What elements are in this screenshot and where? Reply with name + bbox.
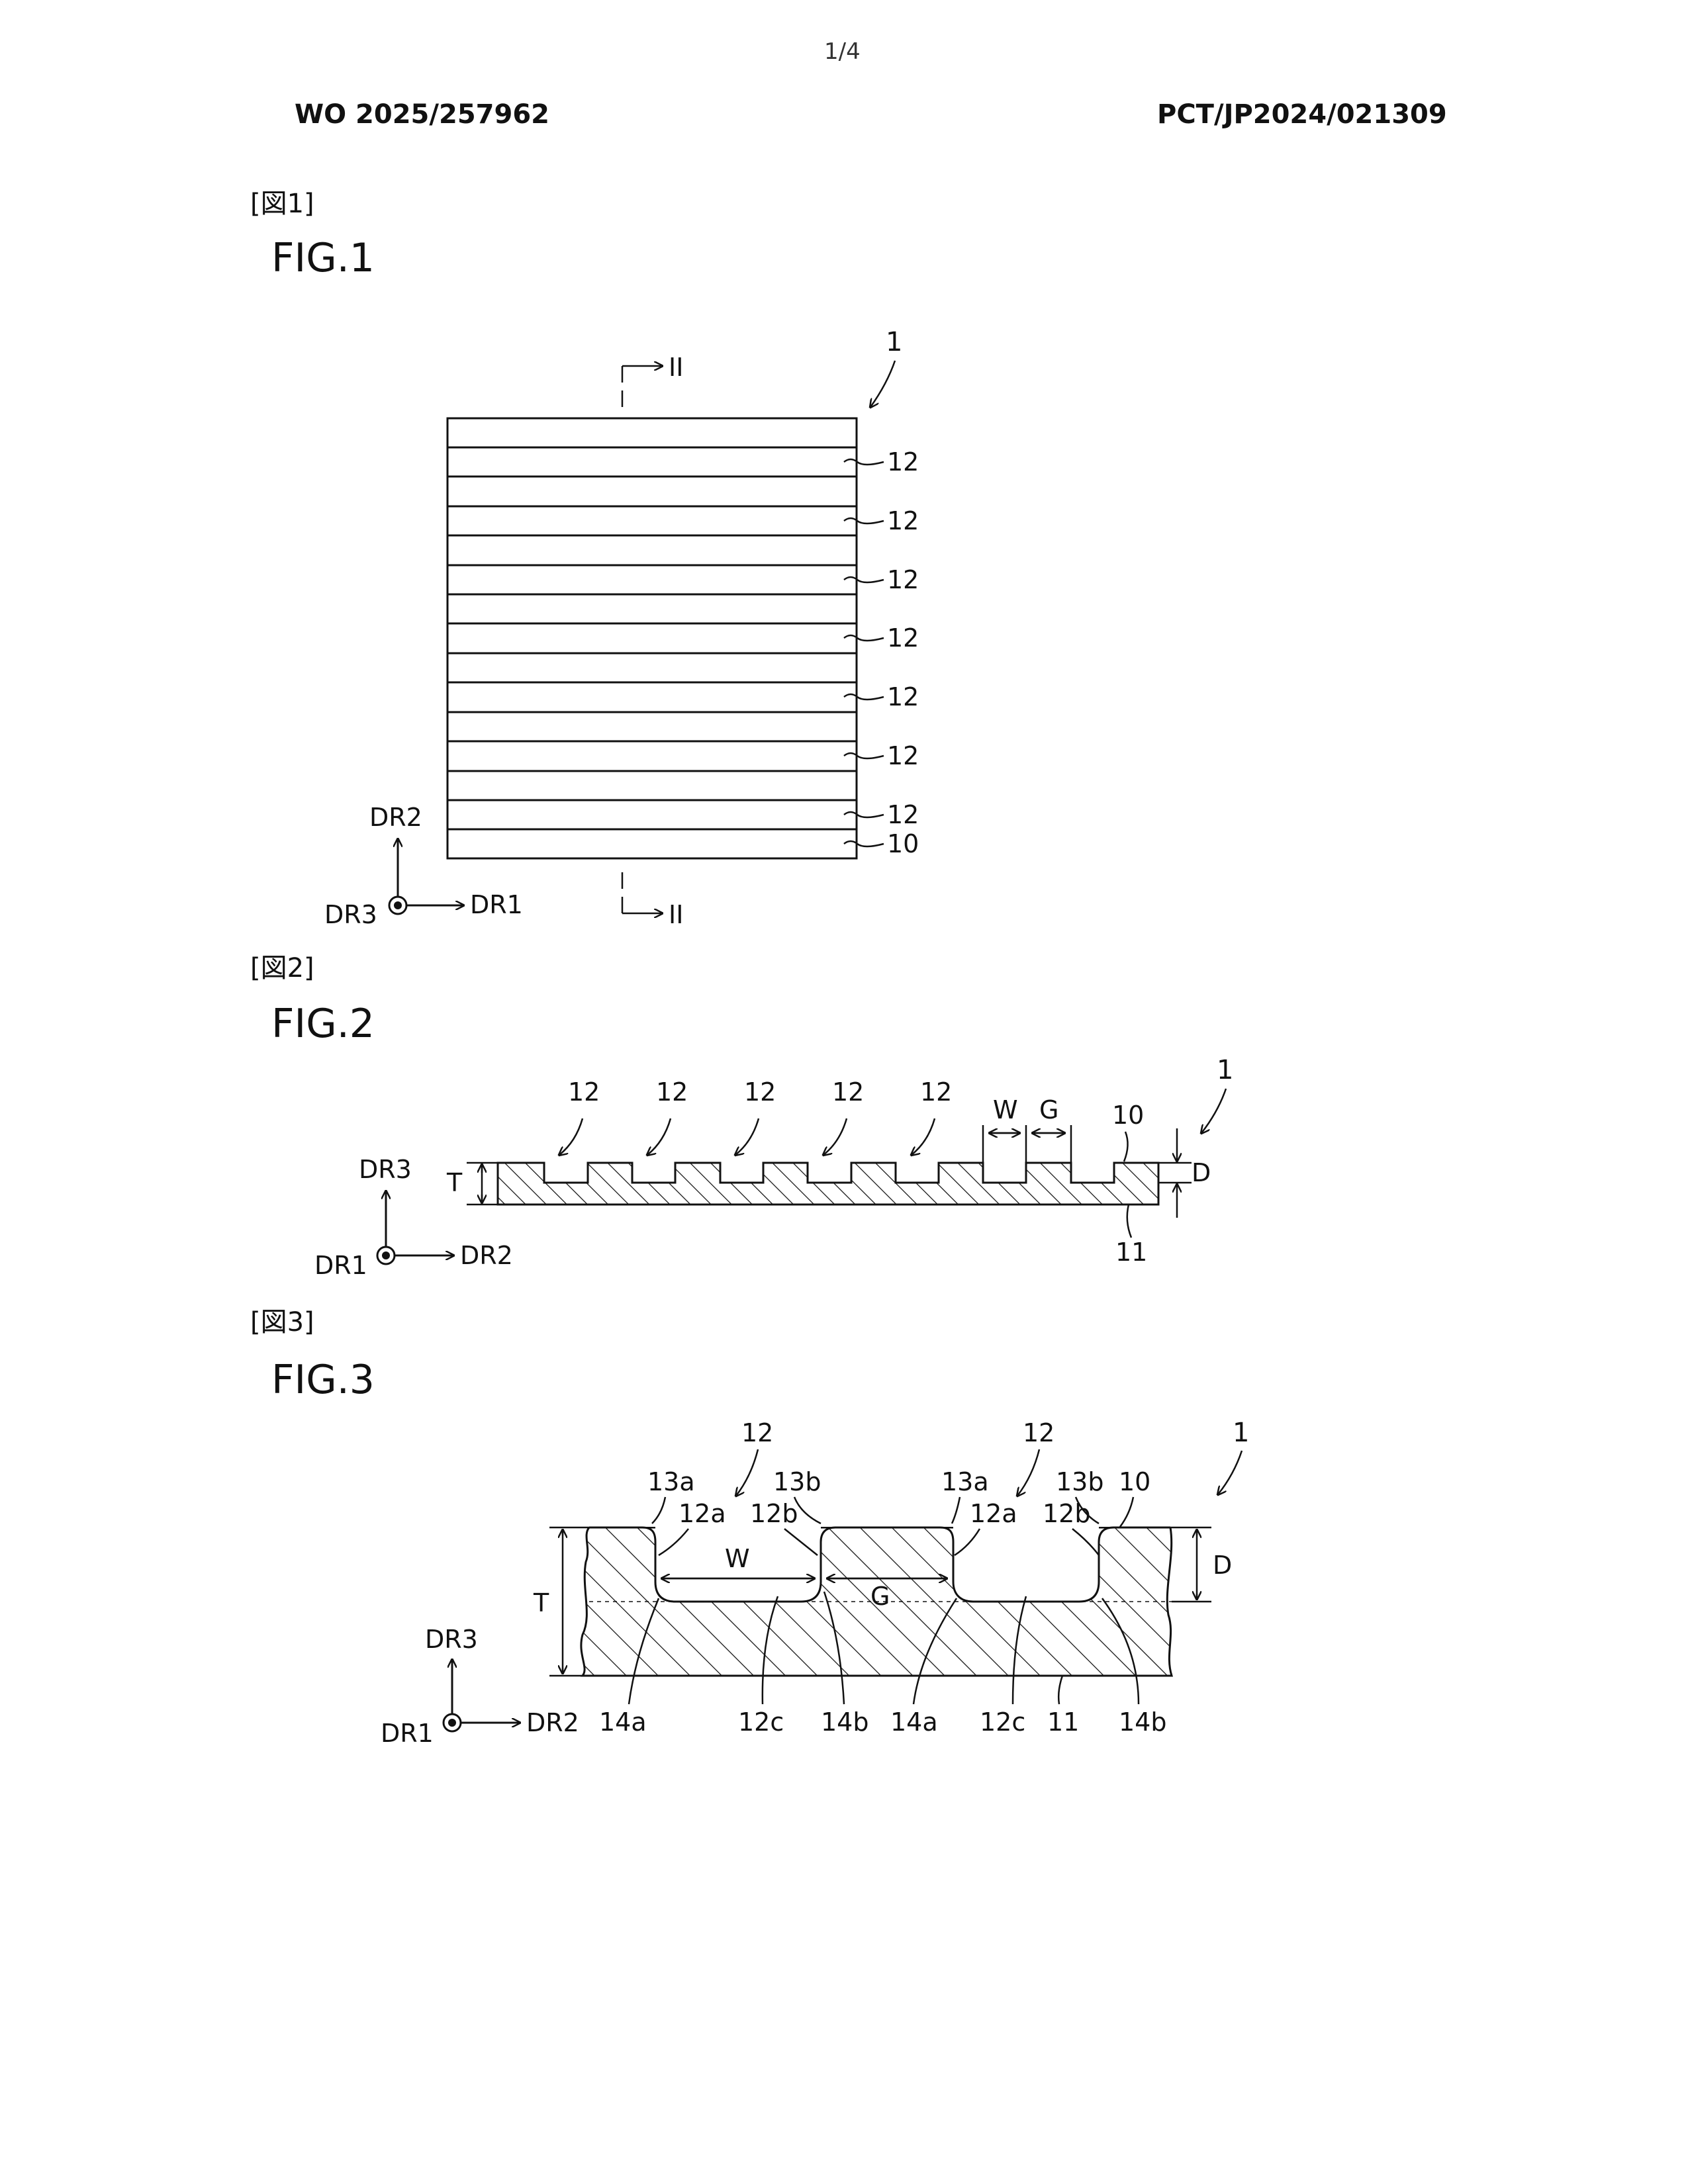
fig3-label-11: 11 [1047,1707,1079,1737]
fig3-axis-out-label: DR1 [381,1719,434,1748]
fig3-label-10: 10 [1119,1467,1150,1496]
fig2-axis-out-label: DR1 [314,1251,367,1280]
fig1-section-label-top: II [669,353,683,382]
fig2-dimension-d [1158,1128,1192,1218]
fig3-label-w: W [725,1544,750,1573]
figure-1-drawing: II II 1 12 12 12 12 12 12 12 10 [324,327,919,929]
fig1-section-marker-top: II [622,353,683,407]
fig3-label-t: T [533,1588,549,1617]
fig3-axis-right-label: DR2 [526,1708,579,1737]
fig1-section-marker-bottom: II [622,872,683,929]
fig1-axis-right-label: DR1 [470,890,523,919]
fig3-label-13b: 13b [1056,1467,1103,1496]
fig3-label-12a: 12a [679,1499,726,1528]
fig2-label-t: T [446,1168,463,1197]
fig1-axis-up-label: DR2 [369,803,422,832]
fig3-axis-up-label: DR3 [425,1625,478,1654]
fig1-axis-out-label: DR3 [324,900,377,929]
fig2-label-12: 12 [832,1077,864,1107]
fig2-plate-profile [498,1163,1158,1205]
fig3-label-14b: 14b [1119,1707,1166,1737]
fig3-label-14a: 14a [890,1707,938,1737]
fig3-label-12c: 12c [738,1707,784,1737]
fig1-groove-lines [447,447,857,829]
fig2-ref-1: 1 [1217,1055,1233,1085]
fig1-ref-1: 1 [886,327,902,357]
fig1-label-12: 12 [887,800,919,829]
figure-3-drawing: W G 12 12 13a 12a 13b 12b 13a 12a 13b 12… [381,1418,1249,1748]
fig3-label-12: 12 [1023,1418,1055,1447]
fig2-axis-up-label: DR3 [359,1155,412,1184]
fig3-label-12c: 12c [980,1707,1025,1737]
fig3-label-12: 12 [741,1418,773,1447]
fig1-label-12: 12 [887,447,919,477]
fig2-axis-right-label: DR2 [460,1241,513,1270]
figure-2-drawing: 12 12 12 12 12 W G 10 1 T [314,1055,1233,1280]
fig3-label-14b: 14b [821,1707,868,1737]
fig3-label-12b: 12b [750,1499,798,1528]
fig2-label-12: 12 [920,1077,952,1107]
fig2-label-d: D [1192,1158,1211,1187]
fig1-section-label-bottom: II [669,900,683,929]
fig3-label-g: G [870,1582,890,1611]
fig3-label-13b: 13b [773,1467,821,1496]
fig1-label-10: 10 [887,829,919,858]
fig2-dimension-t [467,1163,498,1205]
fig3-ref-1: 1 [1233,1418,1249,1448]
fig2-label-12: 12 [568,1077,600,1107]
fig1-label-12: 12 [887,682,919,711]
fig2-groove-leaders [559,1118,935,1155]
fig1-label-12: 12 [887,741,919,770]
fig2-label-g: G [1039,1095,1058,1124]
fig2-label-12: 12 [744,1077,776,1107]
fig3-label-12a: 12a [970,1499,1017,1528]
fig1-ref-1-leader [870,361,895,407]
fig1-axis-indicator: DR2 DR1 DR3 [324,803,523,929]
fig3-label-13a: 13a [647,1467,695,1496]
fig1-plate-outline [447,418,857,858]
fig3-label-12b: 12b [1043,1499,1090,1528]
fig3-label-d: D [1213,1551,1232,1580]
fig3-label-13a: 13a [941,1467,989,1496]
fig1-label-12: 12 [887,565,919,594]
fig3-dimension-d [1170,1527,1211,1602]
fig2-label-11: 11 [1115,1238,1147,1267]
fig3-axis-indicator: DR3 DR2 DR1 [381,1625,579,1748]
fig2-label-10: 10 [1112,1101,1144,1130]
fig3-label-14a: 14a [599,1707,647,1737]
fig3-groove-2 [953,1522,1099,1602]
fig2-axis-indicator: DR3 DR2 DR1 [314,1155,513,1280]
fig1-label-12: 12 [887,506,919,535]
fig2-label-w: W [993,1095,1018,1124]
fig2-label-12: 12 [656,1077,688,1107]
fig1-label-12: 12 [887,623,919,653]
